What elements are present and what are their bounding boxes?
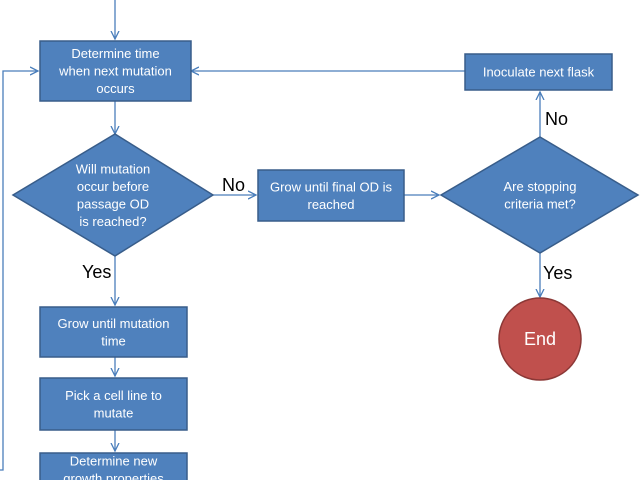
node-text-line: mutate [94,405,134,420]
node-text-line: occurs [96,81,135,96]
edge-label-no: No [545,109,568,129]
node-text-line: criteria met? [504,196,576,211]
node-grow-mutation: Grow until mutation time [39,306,188,358]
connectors [0,0,540,471]
node-text-line: time [101,333,126,348]
node-text-line: growth properties [63,471,164,480]
node-text-line: Inoculate next flask [483,65,595,80]
node-text-line: reached [308,197,355,212]
decision-diamond [439,136,640,254]
end-label: End [524,329,556,349]
node-text: Pick a cell line to mutate [65,388,162,421]
edge-label-yes: Yes [82,262,111,282]
node-text: Inoculate next flask [483,65,595,80]
node-grow-final: Grow until final OD is reached [257,169,405,222]
node-text: Will mutation occur before passage OD is re… [76,161,150,229]
node-text: Determine time when next mutation occurs [58,46,172,96]
edge-label-no: No [222,175,245,195]
process-box [39,306,188,358]
node-text-line: occur before [77,179,149,194]
node-end: End [498,297,582,381]
process-box [39,377,188,431]
process-box [464,53,613,91]
node-inoculate: Inoculate next flask [464,53,613,91]
node-pick-cell: Pick a cell line to mutate [39,377,188,431]
node-stopping: Are stopping criteria met? [439,136,640,254]
end-circle [498,297,582,381]
node-text-line: Grow until mutation [58,316,170,331]
node-text-line: Will mutation [76,161,150,176]
node-will-mutation: Will mutation occur before passage OD is re… [11,133,215,257]
node-text-line: is reached? [79,214,146,229]
node-text-line: Grow until final OD is [270,179,393,194]
edge-label-yes: Yes [543,263,572,283]
node-text: Grow until mutation time [58,316,170,349]
node-text-line: Are stopping [504,179,577,194]
connector-loop-back [0,71,38,471]
node-text: Grow until final OD is reached [270,179,393,212]
process-box [257,169,405,222]
node-text-line: passage OD [77,196,149,211]
node-text-line: Determine time [71,46,159,61]
node-text-line: when next mutation [58,64,172,79]
node-text: Determine new growth properties [63,454,164,480]
process-box [39,40,192,102]
node-text-line: Determine new [70,454,158,469]
node-text: Are stopping criteria met? [504,179,577,212]
node-determine-new: Determine new growth properties [39,452,188,480]
node-text-line: Pick a cell line to [65,388,162,403]
process-box [39,452,188,480]
node-determine-time: Determine time when next mutation occurs [39,40,192,102]
decision-diamond [11,133,215,257]
